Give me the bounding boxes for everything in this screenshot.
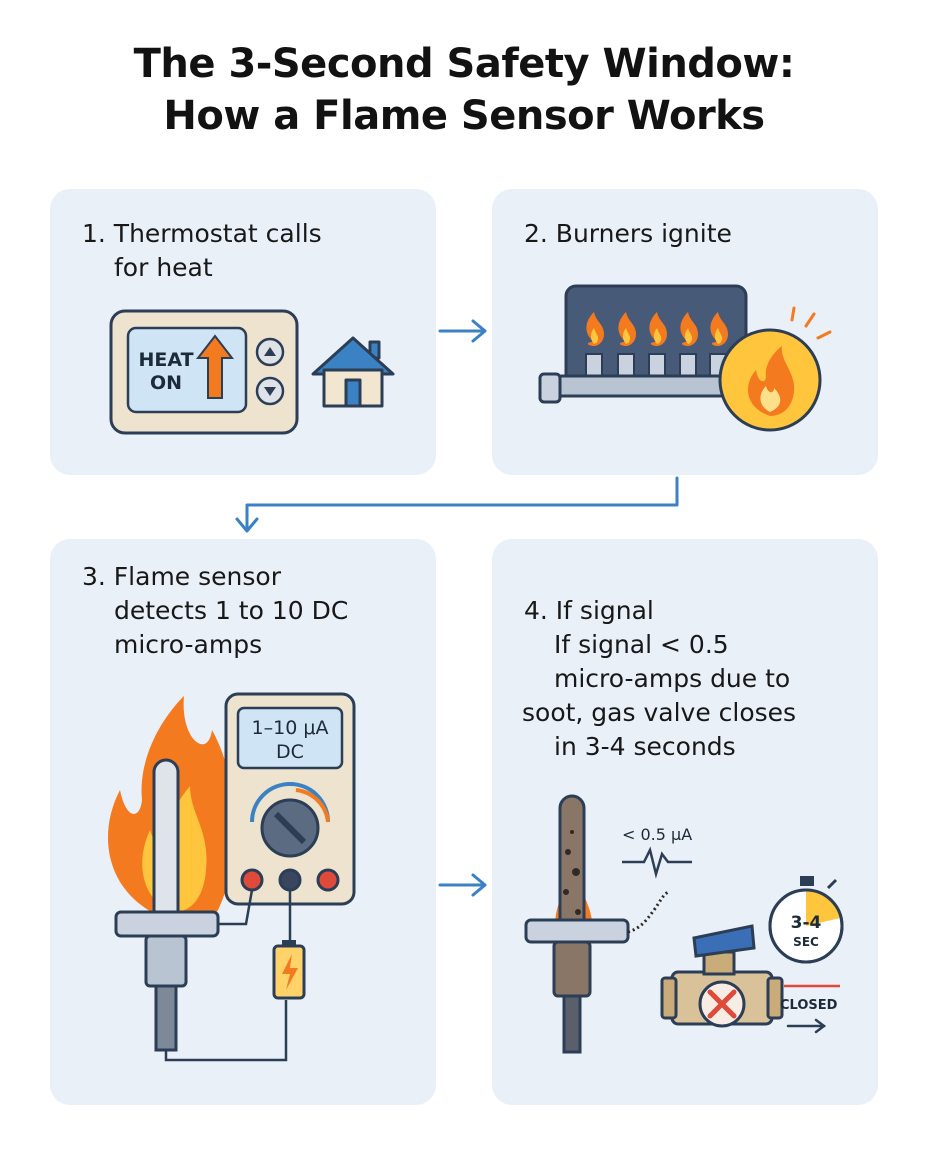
step-1-text: 1. Thermostat calls for heat: [82, 217, 322, 285]
valve-handle: [692, 924, 756, 958]
timer-unit: SEC: [793, 935, 819, 949]
step-3-line-1: 3. Flame sensor: [82, 562, 281, 591]
sensor-shaft: [562, 994, 582, 1054]
step-4-line-1: 4. If signal: [524, 596, 654, 625]
sensor-base-sooty: [552, 940, 592, 998]
burner-illustration: [538, 284, 832, 432]
house-icon: [311, 336, 395, 408]
manifold-cap: [538, 372, 562, 404]
step-1-line-1: 1. Thermostat calls: [82, 219, 322, 248]
meter-range-label: 1–10 μA: [252, 717, 329, 739]
step-4-line-4: soot, gas valve closes: [522, 698, 797, 727]
weak-signal-label: < 0.5 μA: [622, 825, 692, 844]
meter-knob-pointer: [273, 811, 307, 845]
meter-jack-red-2: [316, 868, 340, 892]
shutdown-illustration: < 0.5 μA 3-4 SEC CLOSED: [524, 794, 844, 1054]
thermostat-heat-label: HEAT: [138, 349, 193, 371]
step-4-line-5: in 3-4 seconds: [554, 732, 736, 761]
title-line-1: The 3-Second Safety Window:: [133, 41, 795, 87]
multimeter-display: [236, 706, 344, 770]
step-4-line-2: If signal < 0.5: [554, 630, 729, 659]
step-2-line-1: 2. Burners ignite: [524, 219, 732, 248]
flame-icon: [718, 306, 832, 432]
title-line-2: How a Flame Sensor Works: [163, 93, 765, 139]
up-chevron-icon: [264, 347, 276, 356]
step-3-line-2: detects 1 to 10 DC: [114, 596, 349, 625]
valve-closed-label: CLOSED: [780, 998, 838, 1013]
step-2-text: 2. Burners ignite: [524, 217, 732, 251]
meter-jack-red: [240, 868, 264, 892]
meter-dial-arc-hot: [295, 788, 330, 823]
battery-icon: [272, 940, 306, 1000]
step-4-text: 4. If signal If signal < 0.5 micro-amps …: [522, 594, 796, 764]
meter-dc-label: DC: [276, 741, 304, 763]
step-3-line-3: micro-amps: [114, 630, 263, 659]
stopwatch-icon: [768, 876, 844, 964]
meter-jack-com: [278, 868, 302, 892]
close-x-icon: [698, 980, 746, 1028]
signal-waveform: [622, 846, 692, 879]
sensor-bracket: [524, 918, 630, 944]
test-leads: [164, 889, 292, 1062]
timer-value: 3-4: [791, 913, 822, 933]
down-arrow-icon: [264, 387, 276, 396]
thermostat-illustration: HEAT ON: [109, 309, 395, 435]
closed-arrow-icon: [786, 1018, 827, 1034]
arrow-3-to-4: [438, 873, 487, 897]
sensor-shaft: [154, 984, 178, 1052]
arrow-1-to-2: [438, 319, 487, 343]
page-title: The 3-Second Safety Window: How a Flame …: [0, 38, 928, 142]
weak-signal-wire: [627, 890, 669, 934]
step-4-line-3: micro-amps due to: [554, 664, 791, 693]
step-1-line-2: for heat: [114, 253, 213, 282]
arrow-2-to-3: [235, 476, 679, 533]
burner-flames: [586, 312, 728, 346]
up-arrow-icon: [195, 334, 235, 399]
sensor-base: [144, 934, 188, 988]
thermostat-on-label: ON: [150, 372, 182, 394]
sensor-bracket: [114, 910, 220, 938]
sensor-meter-illustration: 1–10 μA DC: [107, 692, 356, 1062]
step-3-text: 3. Flame sensor detects 1 to 10 DC micro…: [82, 560, 348, 662]
